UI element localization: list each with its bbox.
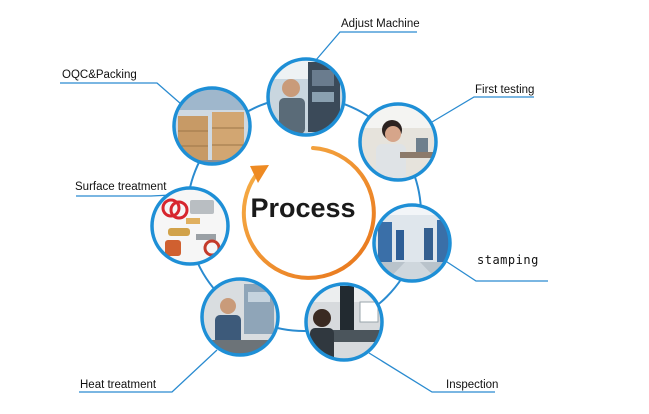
connector-stamping [440,257,548,282]
center-title: Process [250,193,356,223]
node-adjust-machine [266,57,346,137]
node-first-testing [358,102,438,182]
node-heat-treatment [200,277,280,357]
label-inspection: Inspection [446,379,499,391]
label-adjust-machine: Adjust Machine [341,18,420,30]
node-stamping [372,203,452,283]
label-first-testing: First testing [475,84,535,96]
connector-lines [60,31,548,393]
label-surface-treatment: Surface treatment [75,181,167,193]
label-oqc-packing: OQC&Packing [62,69,137,81]
node-inspection [304,282,384,362]
label-stamping: stamping [477,253,539,267]
connector-oqc [60,82,182,105]
connector-adjust [315,31,417,61]
connector-inspection [368,352,495,393]
label-heat-treatment: Heat treatment [80,379,157,391]
connector-first [431,96,534,123]
node-surface-treatment [150,186,230,266]
connector-heat [79,349,218,393]
node-oqc-packing [172,86,252,166]
connector-surface [76,194,172,197]
cycle-arrow [241,146,376,280]
